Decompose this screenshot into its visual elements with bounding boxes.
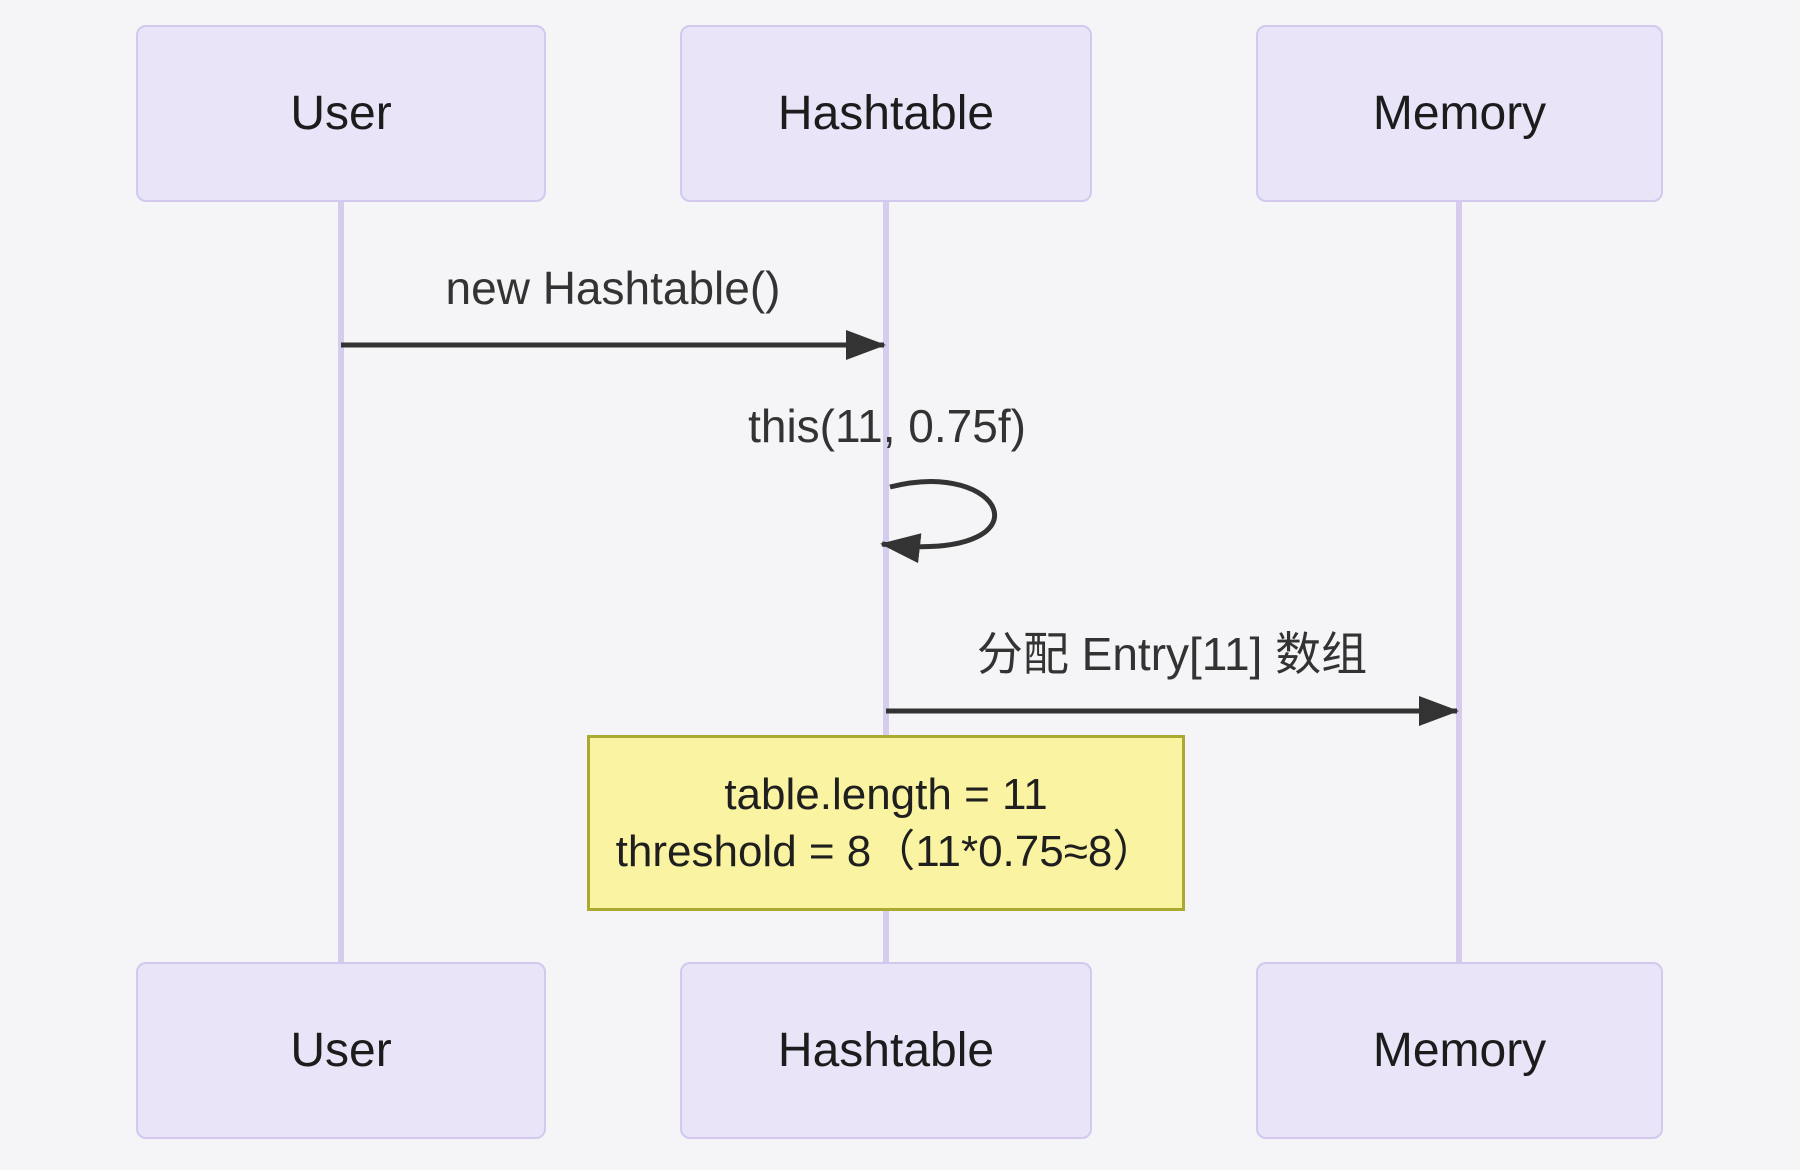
actor-top-user: User — [136, 25, 546, 202]
actor-label: User — [290, 1024, 392, 1077]
actor-label: Memory — [1372, 87, 1547, 140]
actor-bottom-memory: Memory — [1256, 962, 1663, 1139]
lifeline-hashtable — [883, 202, 889, 962]
self-loop-arrow-this — [880, 479, 998, 564]
lifeline-memory — [1456, 202, 1462, 962]
actor-label: User — [290, 87, 392, 140]
actor-label: Hashtable — [777, 87, 995, 140]
actor-label: Hashtable — [777, 1024, 995, 1077]
actor-label: Memory — [1372, 1024, 1547, 1077]
note-line-table-length: table.length = 11 — [724, 770, 1048, 819]
message-label-this-constructor: this(11, 0.75f) — [748, 400, 1026, 452]
message-label-allocate-entry: 分配 Entry[11] 数组 — [976, 628, 1368, 680]
lifeline-user — [338, 202, 344, 962]
note-over-hashtable: table.length = 11 threshold = 8（11*0.75≈… — [587, 735, 1185, 911]
actor-top-memory: Memory — [1256, 25, 1663, 202]
actor-bottom-hashtable: Hashtable — [680, 962, 1092, 1139]
actor-top-hashtable: Hashtable — [680, 25, 1092, 202]
note-line-threshold: threshold = 8（11*0.75≈8） — [615, 827, 1157, 876]
message-label-new-hashtable: new Hashtable() — [445, 262, 781, 314]
actor-bottom-user: User — [136, 962, 546, 1139]
